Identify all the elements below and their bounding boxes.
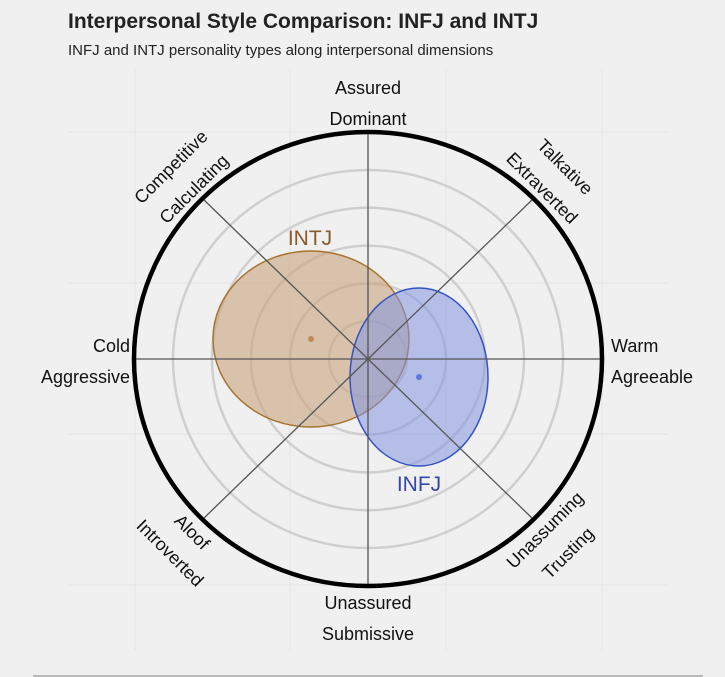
label-bottom-2: Submissive bbox=[322, 624, 414, 644]
label-right-2: Agreeable bbox=[611, 367, 693, 387]
label-top-1: Assured bbox=[335, 78, 401, 98]
chart-title: Interpersonal Style Comparison: INFJ and… bbox=[68, 10, 539, 33]
bottom-divider bbox=[33, 675, 703, 677]
infj-center-point bbox=[416, 374, 422, 380]
outer-ring bbox=[131, 129, 605, 589]
label-top-2: Dominant bbox=[329, 109, 406, 129]
infj-label: INFJ bbox=[397, 473, 441, 496]
label-bottom-1: Unassured bbox=[324, 593, 411, 613]
label-left-1: Cold bbox=[93, 336, 130, 356]
intj-label: INTJ bbox=[288, 227, 332, 250]
label-right-1: Warm bbox=[611, 336, 658, 356]
chart-subtitle: INFJ and INTJ personality types along in… bbox=[68, 42, 494, 59]
axis-lines bbox=[134, 132, 602, 586]
intj-center-point bbox=[308, 336, 314, 342]
label-left-2: Aggressive bbox=[41, 367, 130, 387]
infj-region bbox=[349, 287, 489, 467]
